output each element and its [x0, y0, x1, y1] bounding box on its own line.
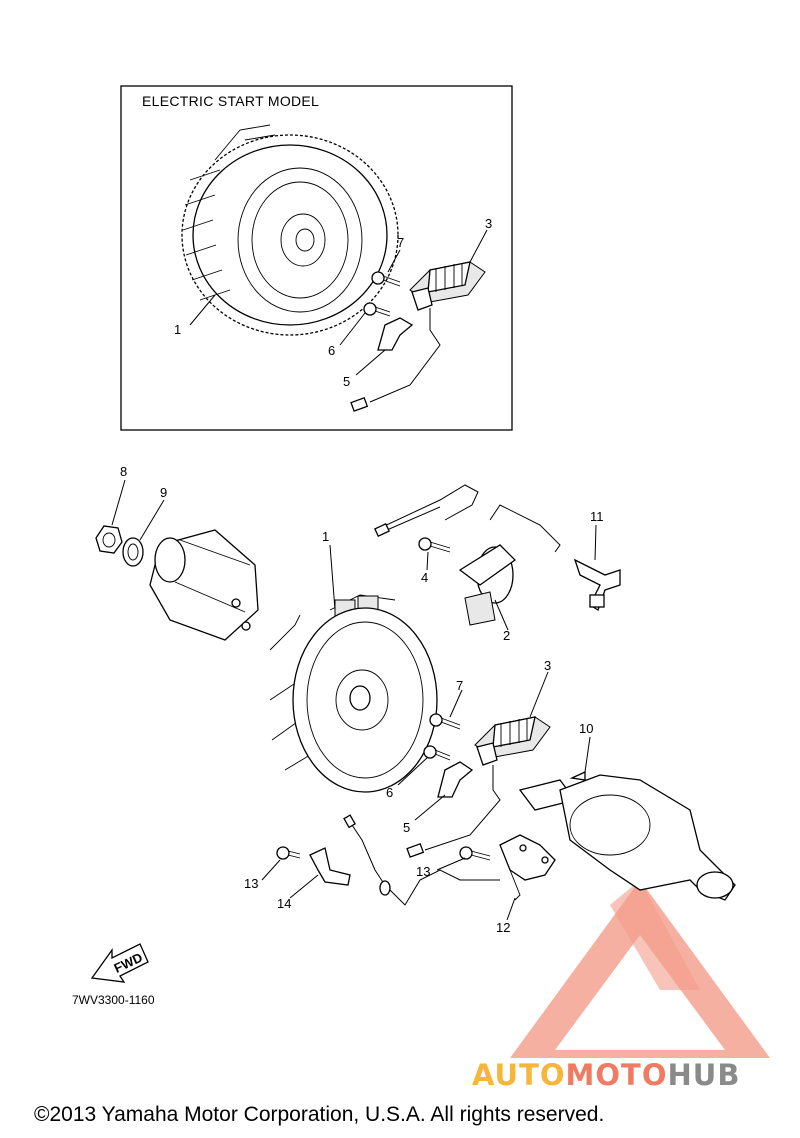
callout-14: 14	[277, 896, 291, 911]
copyright-notice: ©2013 Yamaha Motor Corporation, U.S.A. A…	[34, 1103, 605, 1126]
washer-9	[122, 537, 144, 567]
callout-1: 1	[322, 529, 329, 544]
screw-7	[429, 713, 461, 730]
callout-9: 9	[160, 485, 167, 500]
inset-lead-clamp	[377, 317, 414, 351]
inset-leader-lines	[189, 229, 488, 376]
callout-8: 8	[120, 464, 127, 479]
inset-callout-5: 5	[343, 374, 350, 389]
screw-6	[423, 745, 451, 761]
ground-bracket	[309, 847, 351, 886]
watermark-moto: MOTO	[565, 1058, 668, 1092]
callout-5: 5	[403, 820, 410, 835]
inset-callout-6: 6	[328, 343, 335, 358]
fwd-arrow-icon	[90, 943, 149, 983]
spark-plug-cap	[573, 558, 621, 611]
inset-callout-3: 3	[485, 216, 492, 231]
lead-clamp-5	[437, 761, 474, 798]
nut-8	[95, 525, 123, 554]
screw-4	[418, 537, 451, 553]
watermark-logo	[510, 880, 770, 1058]
callout-6: 6	[386, 785, 393, 800]
screw-13-left	[276, 846, 301, 860]
inset-callout-7: 7	[397, 235, 404, 250]
inset-title: ELECTRIC START MODEL	[142, 93, 320, 109]
flywheel-magneto	[269, 594, 438, 793]
watermark-hub: HUB	[667, 1058, 741, 1092]
callout-4: 4	[421, 570, 428, 585]
callout-11: 11	[590, 509, 604, 524]
screw-13-right	[459, 846, 491, 861]
callout-10: 10	[579, 721, 593, 736]
inset-screw-7	[371, 271, 401, 287]
main-leader-lines	[111, 479, 597, 921]
callout-12: 12	[496, 920, 510, 935]
stop-switch-bracket	[343, 814, 556, 906]
callout-13-right: 13	[416, 864, 430, 879]
crankshaft	[518, 774, 736, 901]
callout-7: 7	[456, 678, 463, 693]
inset-frame	[120, 85, 513, 431]
watermark-text: AUTOMOTOHUB	[472, 1058, 740, 1092]
callout-3: 3	[544, 658, 551, 673]
inset-screw-6	[363, 302, 391, 317]
callout-2: 2	[503, 628, 510, 643]
drawing-code: 7WV3300-1160	[72, 993, 155, 1007]
watermark-auto: AUTO	[472, 1058, 566, 1092]
callout-13-left: 13	[244, 876, 258, 891]
inset-flywheel-ring-gear	[181, 124, 399, 336]
inset-callout-1: 1	[174, 322, 181, 337]
ignition-coil	[374, 484, 561, 626]
charge-coil	[406, 716, 551, 858]
woodruff-key	[569, 770, 586, 781]
inset-charge-coil	[350, 261, 486, 412]
starter-cup	[149, 529, 259, 641]
